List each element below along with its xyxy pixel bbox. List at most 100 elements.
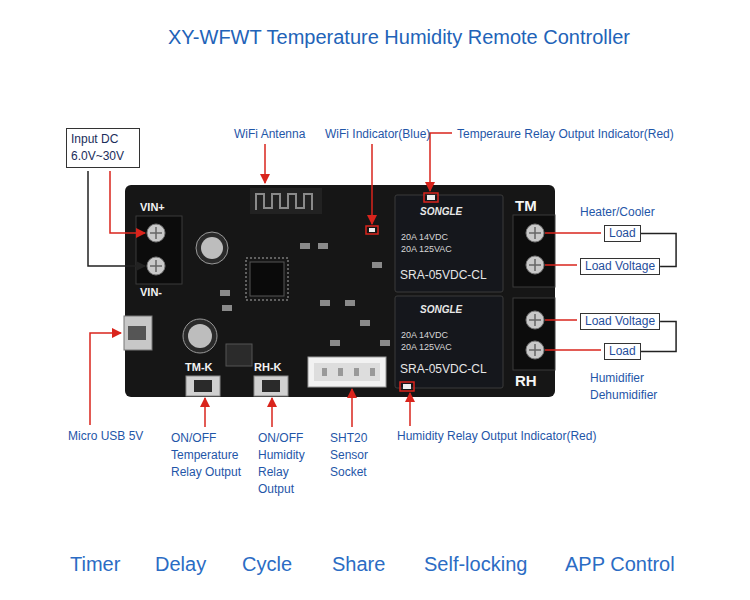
- screw-slot: [150, 227, 162, 239]
- inductor: [226, 344, 252, 366]
- output-terminal: [513, 298, 555, 370]
- screw-slot: [529, 227, 541, 239]
- led: [369, 228, 375, 232]
- leader-line: [409, 393, 411, 426]
- silkscreen-label: VIN+: [140, 201, 165, 213]
- relay-marking: SONGLE: [420, 304, 462, 315]
- input-box: Input DC 6.0V~30V: [66, 128, 140, 168]
- led-highlight: [366, 226, 378, 234]
- load-wire: [545, 232, 601, 234]
- capacitor-top: [201, 237, 223, 259]
- relay: [395, 195, 503, 292]
- power-wire: [88, 171, 145, 266]
- usb-port: [124, 316, 152, 350]
- silkscreen-label: TM: [515, 197, 537, 214]
- screw: [526, 311, 544, 329]
- feature-word: Timer: [70, 553, 120, 576]
- smd-part: [345, 300, 355, 306]
- chip: [250, 262, 284, 296]
- callout-text: WiFi Antenna: [234, 126, 305, 143]
- relay-marking: 20A 125VAC: [401, 342, 452, 352]
- relay-marking: 20A 14VDC: [401, 330, 448, 340]
- load-box: Load: [604, 343, 641, 360]
- callout-text: ON/OFF Temperature Relay Output: [171, 430, 251, 481]
- led: [403, 384, 411, 389]
- antenna-area: [250, 188, 322, 214]
- sensor-socket: [308, 357, 386, 387]
- smd-part: [318, 243, 328, 249]
- input-terminal: [136, 216, 182, 284]
- push-button: [186, 376, 220, 396]
- smd-part: [320, 300, 330, 306]
- screw: [147, 224, 165, 242]
- screw-slot: [150, 260, 162, 272]
- leader-line: [351, 389, 353, 427]
- smd-part: [222, 305, 232, 311]
- screw: [526, 341, 544, 359]
- smd-part: [330, 340, 340, 346]
- box-text: Input DC 6.0V~30V: [71, 131, 135, 165]
- load-box: Load: [604, 225, 641, 242]
- leader-line: [90, 333, 121, 425]
- push-button: [254, 376, 288, 396]
- socket-pin: [338, 368, 343, 376]
- relay-marking: SRA-05VDC-CL: [400, 268, 487, 282]
- callout-text: ON/OFF Humidity Relay Output: [258, 430, 314, 498]
- feature-word: Share: [332, 553, 385, 576]
- led-highlight: [424, 193, 438, 202]
- box-text: Load Voltage: [585, 314, 655, 329]
- box-text: Load Voltage: [585, 259, 655, 274]
- smd-part: [380, 340, 390, 346]
- leader-line: [264, 144, 266, 183]
- capacitor: [183, 319, 217, 353]
- load-box: Load Voltage: [580, 258, 660, 275]
- relay-marking: 20A 14VDC: [401, 232, 448, 242]
- load-wire: [545, 264, 577, 266]
- screw: [526, 224, 544, 242]
- silkscreen-label: VIN-: [140, 286, 162, 298]
- chip-pins: [246, 258, 288, 300]
- silkscreen-label: TM-K: [185, 361, 213, 373]
- socket-inner: [314, 363, 380, 381]
- capacitor: [196, 232, 228, 264]
- led-highlight: [400, 382, 414, 391]
- smd-part: [220, 290, 230, 296]
- relay: [395, 296, 503, 388]
- smd-part: [372, 262, 382, 268]
- relay-marking: SRA-05VDC-CL: [400, 362, 487, 376]
- callout-text: WiFi Indicator(Blue): [325, 126, 430, 143]
- leader-line: [371, 144, 373, 224]
- pcb-board: [125, 185, 555, 397]
- feature-word: Cycle: [242, 553, 292, 576]
- socket-pin: [354, 368, 359, 376]
- load-box: Load Voltage: [580, 313, 660, 330]
- antenna-trace: [256, 194, 312, 210]
- smd-part: [300, 243, 310, 249]
- box-text: Load: [609, 344, 636, 359]
- callout-text: SHT20 Sensor Socket: [330, 430, 376, 481]
- screw-slot: [529, 314, 541, 326]
- callout-text: Humidity Relay Output Indicator(Red): [397, 428, 596, 445]
- leader-line: [271, 398, 273, 427]
- leader-line: [204, 398, 206, 427]
- load-wire: [545, 349, 601, 351]
- screw-slot: [529, 259, 541, 271]
- silkscreen-label: RH: [515, 372, 537, 389]
- usb-opening: [128, 326, 146, 340]
- feature-word: APP Control: [565, 553, 675, 576]
- callout-text: Micro USB 5V: [68, 428, 143, 445]
- diagram-title: XY-WFWT Temperature Humidity Remote Cont…: [168, 26, 630, 49]
- callout-text: Temperaure Relay Output Indicator(Red): [457, 126, 674, 143]
- led: [427, 195, 435, 200]
- screw-slot: [529, 344, 541, 356]
- callout-text: Humidifier Dehumidifier: [590, 370, 670, 404]
- socket-pin: [322, 368, 327, 376]
- silkscreen-label: RH-K: [254, 361, 282, 373]
- box-text: Load: [609, 226, 636, 241]
- leader-line: [430, 133, 452, 191]
- callout-text: Heater/Cooler: [580, 204, 655, 221]
- button-cap: [262, 380, 280, 392]
- feature-word: Delay: [155, 553, 206, 576]
